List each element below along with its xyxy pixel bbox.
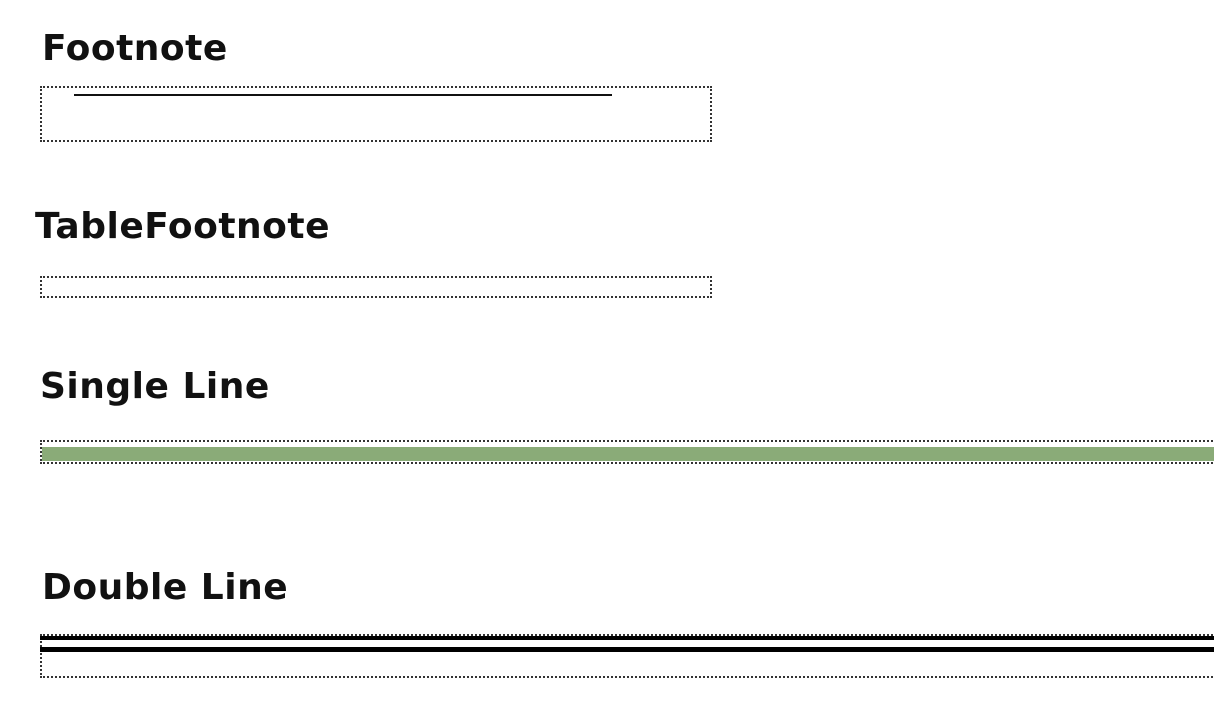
double-line-heading: Double Line [42,567,289,608]
single-line-frame[interactable] [40,440,1214,464]
table-footnote-frame[interactable] [40,276,712,298]
table-footnote-heading: TableFootnote [35,206,331,247]
footnote-heading: Footnote [42,28,228,69]
single-line-heading: Single Line [40,366,270,407]
footnote-frame[interactable] [40,86,712,142]
double-line-rule-top [40,636,1214,640]
double-line-frame[interactable] [40,634,1214,678]
double-line-rule-bottom [40,647,1214,652]
footnote-separator-line [74,94,612,96]
single-line-rule [42,447,1214,461]
